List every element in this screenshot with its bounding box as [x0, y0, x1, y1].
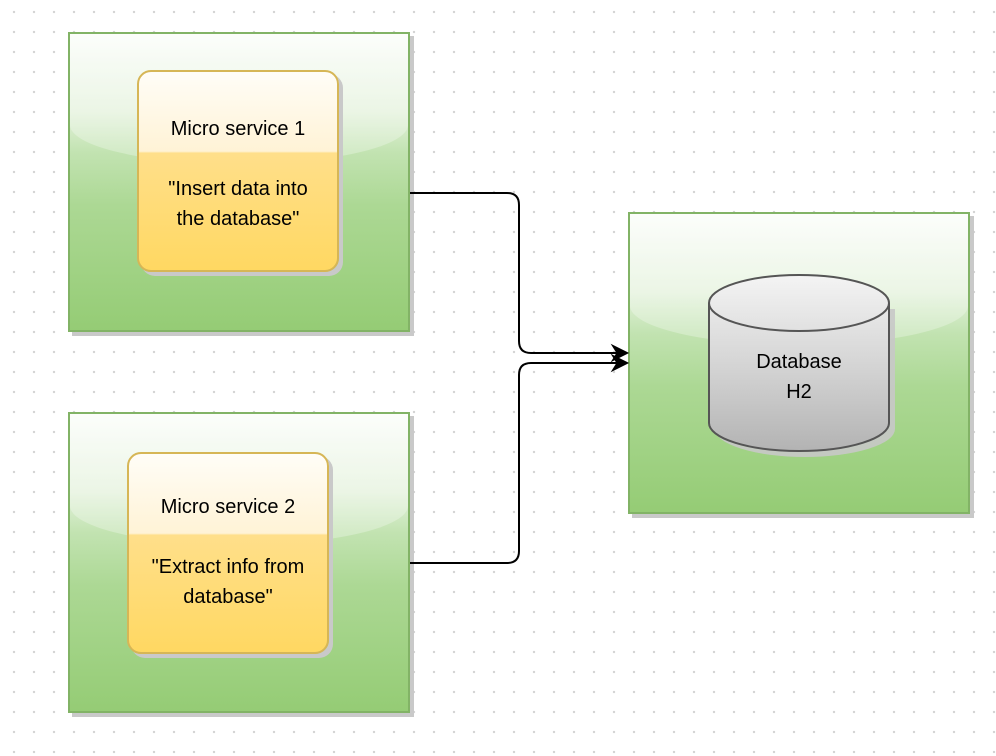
database-cylinder[interactable] [708, 274, 895, 457]
database-label-line1: Database [756, 351, 842, 373]
edge-service2-to-database[interactable] [410, 362, 618, 564]
edge-service1-to-database[interactable] [410, 192, 618, 354]
database-label-line2: H2 [786, 381, 812, 403]
service1-title: Micro service 1 [170, 118, 306, 140]
service1-node[interactable]: Micro service 1 "Insert data into the da… [137, 70, 339, 272]
service2-description: "Extract info from database" [151, 556, 305, 608]
service1-description: "Insert data into the database" [168, 178, 308, 230]
arrowhead-service2 [610, 353, 630, 373]
service2-title: Micro service 2 [160, 496, 296, 518]
database-label: Database H2 [709, 347, 889, 407]
service2-node[interactable]: Micro service 2 "Extract info from datab… [127, 452, 329, 654]
